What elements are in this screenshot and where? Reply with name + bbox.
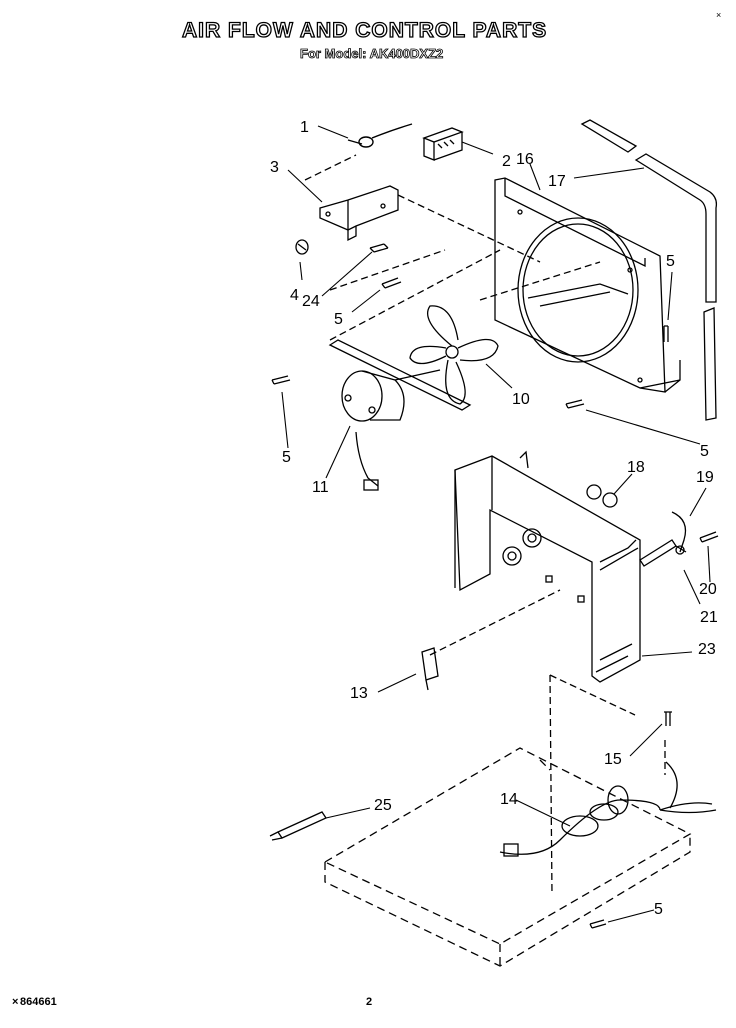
strain-relief-part-25	[269, 811, 327, 841]
capillary-part-19	[671, 511, 687, 553]
callout-15: 15	[604, 751, 622, 768]
callout-19: 19	[696, 469, 714, 486]
footer-page-number: 2	[366, 996, 373, 1008]
thermostat-part-13	[421, 647, 439, 691]
callout-4: 4	[290, 287, 299, 304]
connector-part-1	[347, 123, 413, 148]
callout-18: 18	[627, 459, 645, 476]
fan-motor-part-11	[328, 339, 472, 491]
page-title: AIR FLOW AND CONTROL PARTS	[181, 18, 548, 42]
screw-part-5c	[565, 399, 585, 409]
callout-20: 20	[699, 581, 717, 598]
callout-5-upper-left: 5	[334, 311, 343, 328]
screw-part-5a	[381, 277, 402, 289]
power-cord-part-14	[499, 761, 717, 857]
footer-doc-number: 864661	[20, 996, 57, 1008]
screw-part-5b	[271, 375, 291, 385]
footer-doc-mark: ×	[12, 996, 19, 1008]
callout-5-mid-right: 5	[700, 443, 709, 460]
terminal-block-part-2	[422, 127, 464, 161]
knob-part-4	[295, 239, 309, 255]
clip-part-20	[699, 531, 719, 543]
model-subtitle: For Model: AK400DXZ2	[300, 46, 444, 62]
dashed-leader-lines	[304, 154, 666, 896]
callout-14: 14	[500, 791, 518, 808]
callout-17: 17	[548, 173, 566, 190]
screw-part-5e	[589, 919, 607, 929]
screw-part-5d	[663, 325, 669, 342]
fan-blade-part-10	[409, 305, 499, 405]
screw-part-15	[664, 711, 672, 726]
callout-16: 16	[516, 151, 534, 168]
base-pan	[323, 747, 692, 967]
callout-1: 1	[300, 119, 309, 136]
callout-23: 23	[698, 641, 716, 658]
control-bracket-part-3	[319, 185, 399, 242]
shroud-panel-part-16	[494, 177, 681, 393]
callout-11: 11	[312, 479, 329, 496]
callout-3: 3	[270, 159, 279, 176]
callout-2: 2	[502, 153, 511, 170]
callout-24: 24	[302, 293, 320, 310]
callout-5-bottom: 5	[654, 901, 663, 918]
knobs-part-18	[586, 484, 618, 508]
seal-strips-part-17	[580, 119, 718, 421]
callout-labels: 1 2 3 4 24 5 16 17 5 10 5 11 5 18 19 20 …	[270, 119, 718, 918]
control-panel-part-23	[454, 450, 641, 683]
callout-5-right: 5	[666, 253, 675, 270]
callout-13: 13	[350, 685, 368, 702]
callout-21: 21	[700, 609, 718, 626]
corner-mark: ×	[716, 10, 722, 20]
callout-10: 10	[512, 391, 530, 408]
callout-5-left: 5	[282, 449, 291, 466]
bracket-part-21	[639, 539, 687, 567]
screw-part-24	[369, 243, 389, 253]
leader-arrows	[281, 125, 711, 923]
callout-25: 25	[374, 797, 392, 814]
